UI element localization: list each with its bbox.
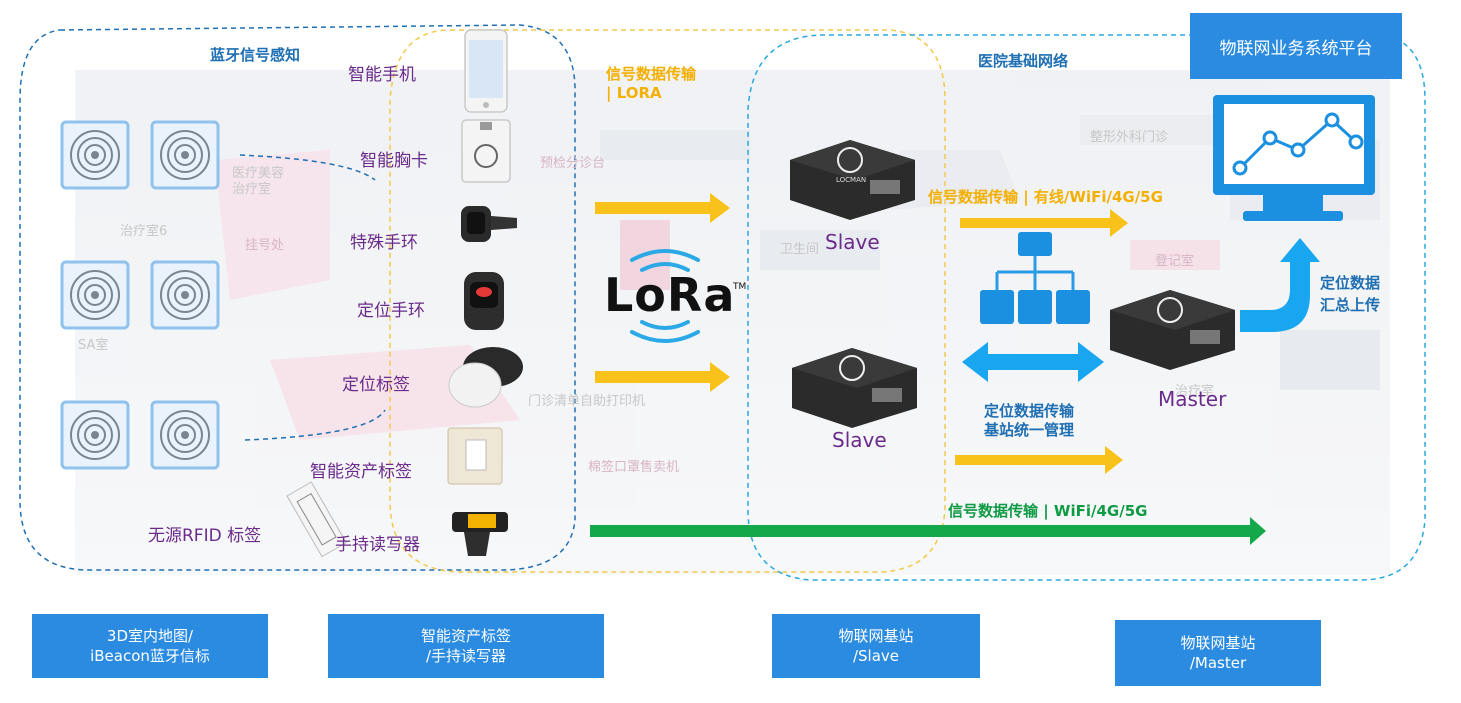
lora-flow-sub: | LORA bbox=[606, 84, 662, 102]
device-brand: LOCMAN bbox=[836, 176, 867, 184]
device-label-handheld: 手持读写器 bbox=[335, 535, 420, 555]
caption-master: 物联网基站 /Master bbox=[1115, 620, 1321, 686]
green-arrow bbox=[590, 517, 1266, 545]
caption-slave: 物联网基站 /Slave bbox=[772, 614, 980, 678]
master-base-station-icon bbox=[1110, 290, 1235, 370]
device-label-special-band: 特殊手环 bbox=[350, 233, 418, 253]
ibeacon-icon bbox=[60, 400, 130, 470]
rfid-tag-icon bbox=[286, 481, 347, 558]
device-label-location-tag: 定位标签 bbox=[342, 375, 410, 395]
upload-flow-line1: 定位数据 bbox=[1320, 274, 1381, 292]
lora-trademark: TM bbox=[733, 282, 747, 292]
wifi-flow-label: 信号数据传输 | WiFi/4G/5G bbox=[948, 502, 1148, 520]
asset-tag-icon bbox=[447, 427, 503, 485]
slave-label-1: Slave bbox=[825, 230, 880, 254]
bluetooth-section-title: 蓝牙信号感知 bbox=[210, 46, 301, 64]
location-tag-icon bbox=[448, 347, 523, 408]
badge-card-icon bbox=[461, 119, 511, 183]
master-label: Master bbox=[1158, 387, 1227, 411]
hospital-network-outline bbox=[747, 34, 1426, 581]
device-label-asset-tag: 智能资产标签 bbox=[310, 462, 412, 482]
smartphone-icon bbox=[464, 29, 508, 113]
device-label-location-band: 定位手环 bbox=[357, 301, 425, 321]
slave-label-2: Slave bbox=[832, 428, 887, 452]
lora-region-outline bbox=[389, 29, 946, 573]
ibeacon-icon bbox=[60, 120, 130, 190]
monitor-chart-icon bbox=[1213, 95, 1375, 221]
upload-arrow bbox=[1240, 238, 1320, 332]
manage-flow-line2: 基站统一管理 bbox=[984, 421, 1075, 439]
special-wristband-icon bbox=[461, 206, 517, 242]
ibeacon-icon bbox=[150, 260, 220, 330]
location-wristband-icon bbox=[464, 272, 504, 330]
orange-arrows bbox=[595, 193, 1128, 474]
bluetooth-region-outline bbox=[19, 24, 576, 571]
ibeacon-icon bbox=[150, 400, 220, 470]
blue-double-arrow bbox=[962, 342, 1104, 382]
lora-signal-waves bbox=[630, 249, 700, 343]
caption-asset: 智能资产标签 /手持读写器 bbox=[328, 614, 604, 678]
hospital-network-title: 医院基础网络 bbox=[978, 52, 1069, 70]
lora-flow-title: 信号数据传输 bbox=[606, 65, 697, 83]
network-hierarchy-icon bbox=[980, 232, 1090, 324]
lora-logo: LoRa bbox=[604, 268, 736, 322]
caption-beacon: 3D室内地图/ iBeacon蓝牙信标 bbox=[32, 614, 268, 678]
platform-title: 物联网业务系统平台 bbox=[1190, 13, 1402, 79]
rfid-label: 无源RFID 标签 bbox=[148, 526, 262, 546]
slave-base-station-icon bbox=[792, 348, 917, 428]
ibeacon-icon bbox=[150, 120, 220, 190]
device-label-smartphone: 智能手机 bbox=[348, 65, 416, 85]
device-label-badge: 智能胸卡 bbox=[360, 151, 428, 171]
upload-flow-line2: 汇总上传 bbox=[1320, 296, 1381, 314]
slave-base-station-icon bbox=[790, 140, 915, 220]
ibeacon-icon bbox=[60, 260, 130, 330]
ibeacon-icons bbox=[60, 120, 220, 470]
wired-flow-label: 信号数据传输 | 有线/WiFi/4G/5G bbox=[928, 188, 1163, 206]
handheld-reader-icon bbox=[452, 512, 508, 556]
manage-flow-line1: 定位数据传输 bbox=[984, 402, 1075, 420]
